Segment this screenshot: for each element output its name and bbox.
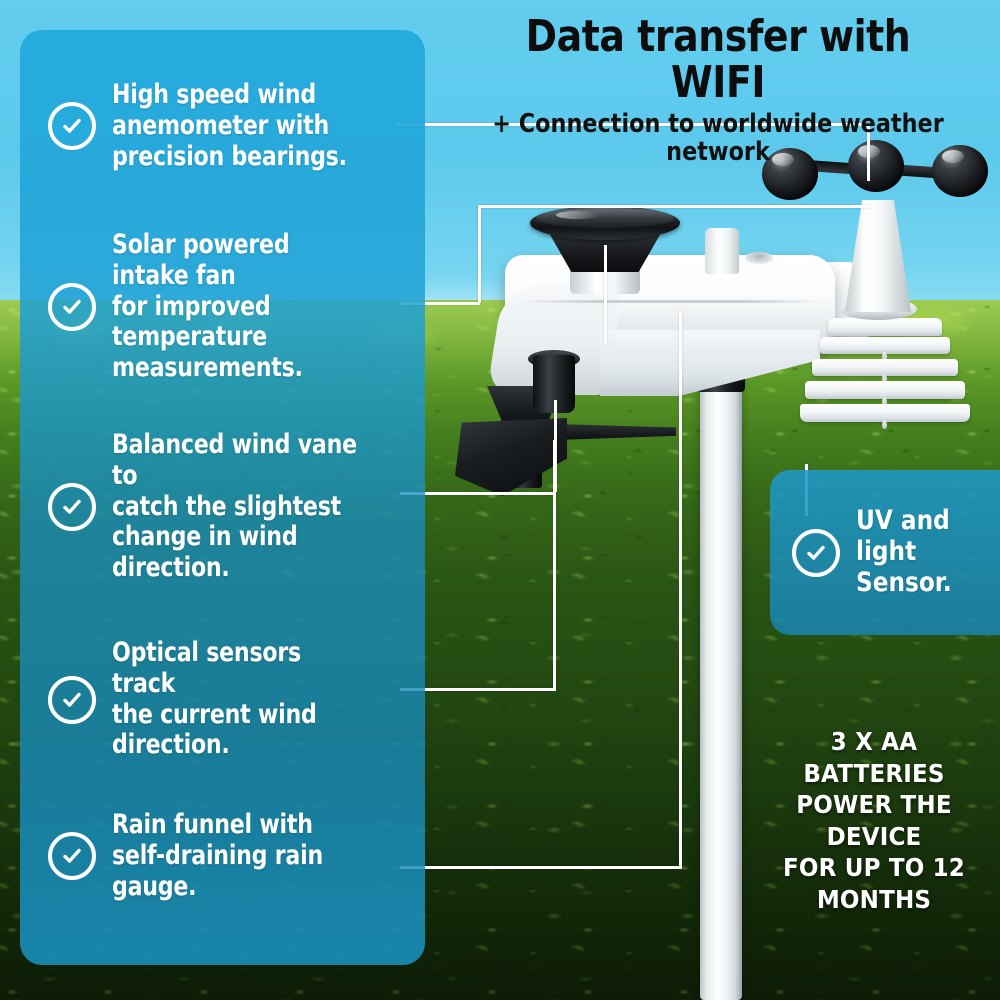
- leader-line-solarfan-v: [478, 205, 481, 303]
- check-circle-icon: [48, 832, 96, 881]
- vent-stub: [705, 228, 739, 274]
- feature-label: High speed wind anemometer with precisio…: [112, 79, 347, 172]
- solar-fan-highlight: [556, 211, 600, 219]
- check-circle-icon: [48, 282, 96, 331]
- anemometer-cup-center: [848, 140, 904, 192]
- anemometer-cup-left: [762, 148, 818, 200]
- louver-drip-1: [882, 352, 887, 361]
- mounting-pole: [700, 370, 742, 1000]
- louver-4: [805, 381, 965, 399]
- page-title: Data transfer with WIFI: [525, 11, 911, 108]
- sensor-body-seam: [520, 300, 820, 303]
- cup-highlight: [772, 153, 794, 166]
- check-circle-icon: [48, 482, 96, 531]
- wind-vane-arm: [556, 424, 676, 440]
- feature-item-wind-vane: Balanced wind vane to catch the slightes…: [48, 429, 418, 584]
- feature-item-optical-sensors: Optical sensors track the current wind d…: [48, 637, 408, 761]
- louver-5: [800, 404, 970, 422]
- feature-panel: High speed wind anemometer with precisio…: [20, 30, 425, 965]
- check-circle-icon: [792, 528, 840, 577]
- leader-line-uvtop-h: [478, 205, 870, 208]
- feature-label: Balanced wind vane to catch the slightes…: [112, 429, 357, 584]
- louver-drip-2: [882, 374, 887, 383]
- feature-label: Rain funnel with self-draining rain gaug…: [112, 809, 323, 902]
- feature-item-anemometer: High speed wind anemometer with precisio…: [48, 79, 408, 172]
- leader-line-rain-v: [679, 310, 682, 868]
- leader-line-windvane-h: [400, 492, 478, 495]
- leader-line-anemometer-v: [867, 123, 870, 181]
- louver-2: [820, 337, 950, 354]
- feature-label: Solar powered intake fan for improved te…: [112, 229, 303, 384]
- page-subtitle: + Connection to worldwide weather networ…: [492, 108, 944, 168]
- leader-line-optical-h: [400, 688, 556, 691]
- leader-line-fan-center-v: [604, 245, 607, 345]
- sensor-body-ramp: [600, 330, 820, 396]
- leader-line-solarfan-h: [400, 302, 480, 305]
- radiation-shield: [800, 318, 970, 438]
- uv-sensor-callout: UV and light Sensor.: [770, 470, 1000, 635]
- anemometer-cone: [845, 200, 911, 312]
- battery-note: 3 X AA BATTERIES POWER THE DEVICE FOR UP…: [783, 727, 965, 914]
- louver-1: [828, 318, 942, 336]
- wind-vane-fin: [455, 418, 567, 496]
- leader-line-windvane-h2: [478, 492, 556, 495]
- vent-hole: [745, 252, 773, 264]
- louver-drip-4: [882, 420, 887, 429]
- leader-line-rain-h: [400, 866, 682, 869]
- check-circle-icon: [48, 675, 96, 724]
- uv-sensor-label: UV and light Sensor.: [856, 505, 952, 598]
- leader-line-optical-v: [553, 440, 556, 690]
- feature-item-solar-fan: Solar powered intake fan for improved te…: [48, 229, 418, 384]
- feature-label: Optical sensors track the current wind d…: [112, 637, 317, 761]
- cup-highlight: [942, 150, 964, 163]
- leader-line-anemometer-h: [396, 123, 870, 126]
- feature-item-rain-funnel: Rain funnel with self-draining rain gaug…: [48, 809, 408, 902]
- check-circle-icon: [48, 102, 96, 151]
- louver-drip-3: [882, 397, 887, 406]
- solar-fan-disc-top: [536, 208, 674, 228]
- anemometer-cup-right: [932, 145, 988, 197]
- header-block: Data transfer with WIFI + Connection to …: [440, 14, 996, 167]
- louver-3: [812, 359, 958, 376]
